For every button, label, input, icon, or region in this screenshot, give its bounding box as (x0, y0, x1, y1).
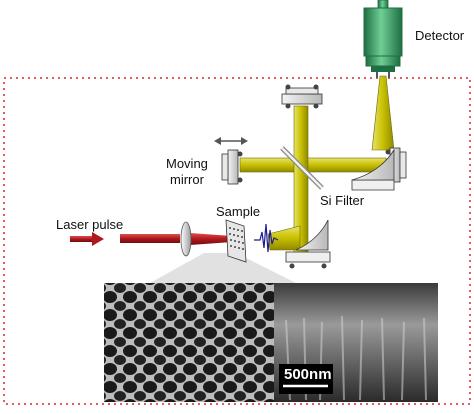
detector-icon (363, 0, 403, 78)
sample-icon (225, 219, 247, 263)
moving-mirror-label-line2: mirror (170, 172, 204, 187)
sample-label: Sample (216, 204, 261, 219)
sem-top-view (104, 283, 274, 402)
beamsplitter-icon (280, 146, 324, 190)
top-mirror-mount (281, 84, 323, 109)
moving-mirror-mount (221, 149, 243, 185)
parabolic-mirror-icon (351, 148, 395, 191)
si-filter-label: Si Filter (320, 193, 365, 208)
double-arrow-icon (214, 137, 248, 145)
laser-pulse-label: Laser pulse (56, 217, 124, 232)
sem-image (104, 253, 438, 402)
scale-bar-background (279, 364, 333, 394)
detector-label: Detector (415, 28, 465, 43)
moving-mirror-label-line1: Moving (166, 156, 208, 171)
thz-pulse-waveform (254, 223, 279, 253)
laser-beam (120, 233, 232, 245)
thz-beam-path (239, 75, 395, 255)
lower-parabolic-mirror (285, 219, 331, 269)
lens-icon (180, 221, 192, 257)
scale-bar-label: 500nm (284, 366, 332, 383)
arrow-icon (70, 232, 104, 246)
